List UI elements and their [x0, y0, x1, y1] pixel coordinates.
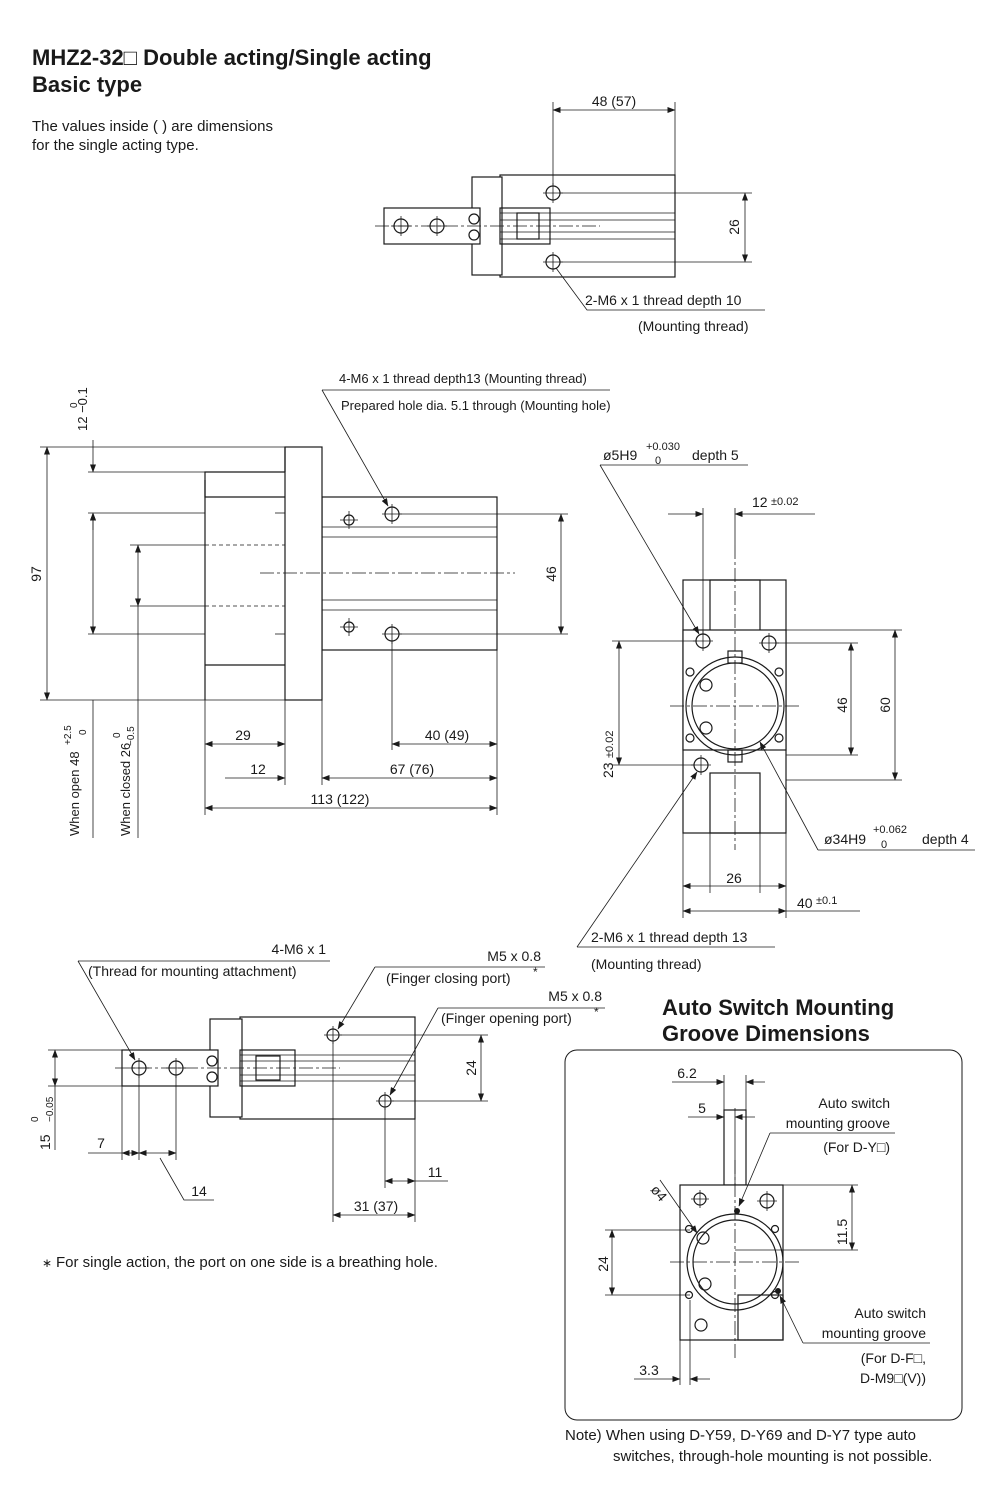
- groove-f-line4: D-M9□(V)): [860, 1370, 926, 1386]
- top-callout-line1: 2-M6 x 1 thread depth 10: [585, 292, 742, 308]
- auto-switch-title-line2: Groove Dimensions: [662, 1021, 870, 1046]
- auto-switch-panel: 6.2 5 ø4 11.5 24 3.3 Auto switch mountin…: [564, 1049, 963, 1465]
- dim-7-bottom: 7: [97, 1135, 105, 1151]
- dim-12-front: 12: [250, 761, 266, 777]
- bore-large-depth: depth 4: [922, 831, 969, 847]
- dim-23-side: 23: [600, 762, 616, 778]
- side-plate: [682, 629, 787, 751]
- dim-14-bottom: 14: [191, 1183, 207, 1199]
- groove-body: [679, 1184, 784, 1341]
- bore-small-label: ø5H9: [603, 447, 637, 463]
- front-flange: [284, 446, 323, 701]
- dim-60-side: 60: [877, 697, 893, 713]
- dim-113-122: 113 (122): [311, 791, 370, 807]
- intro-note-line1: The values inside ( ) are dimensions: [32, 118, 273, 135]
- bore-small-tol-lower: 0: [655, 455, 661, 467]
- dim-40-49: 40 (49): [425, 727, 469, 743]
- dim-11-bottom: 11: [428, 1164, 443, 1180]
- when-closed-tol-lower: −0.5: [126, 726, 137, 746]
- bottom-view: 4-M6 x 1 (Thread for mounting attachment…: [30, 941, 605, 1271]
- dim-29: 29: [235, 727, 251, 743]
- opening-port-line2: (Finger opening port): [441, 1010, 572, 1026]
- dim-11-5: 11.5: [834, 1219, 850, 1245]
- dim-40-side-tol: ±0.1: [816, 895, 837, 907]
- page-title: MHZ2-32□ Double acting/Single acting: [32, 45, 432, 70]
- bore-large-tol-upper: +0.062: [873, 824, 907, 836]
- dim-24-bottom: 24: [463, 1060, 479, 1076]
- opening-port-asterisk: *: [594, 1005, 599, 1019]
- front-callout-line2: Prepared hole dia. 5.1 through (Mounting…: [341, 398, 611, 413]
- bore-large-label: ø34H9: [824, 831, 866, 847]
- dim-97: 97: [28, 566, 44, 582]
- dim-6-2: 6.2: [677, 1065, 697, 1081]
- dim-5: 5: [698, 1100, 706, 1116]
- when-open-tol-upper: +2.5: [63, 725, 74, 745]
- intro-note-line2: for the single acting type.: [32, 137, 199, 154]
- dim-15-tol-upper: 0: [30, 1116, 41, 1122]
- closing-port-line1: M5 x 0.8: [487, 948, 541, 964]
- closing-port-line2: (Finger closing port): [386, 970, 511, 986]
- dim-46-front: 46: [543, 566, 559, 582]
- bore-small-tol-upper: +0.030: [646, 441, 680, 453]
- when-closed-label: When closed 26: [118, 743, 133, 836]
- closing-port-asterisk: *: [533, 965, 538, 979]
- top-callout-line2: (Mounting thread): [638, 318, 749, 334]
- groove-y-line1: Auto switch: [818, 1095, 890, 1111]
- dim-3-3: 3.3: [639, 1362, 659, 1378]
- dim-12-tol-upper: 0: [69, 402, 80, 408]
- groove-f-line2: mounting groove: [822, 1325, 927, 1341]
- dim-15-bottom: 15: [37, 1134, 53, 1150]
- attach-line2: (Thread for mounting attachment): [88, 963, 297, 979]
- front-callout-line1: 4-M6 x 1 thread depth13 (Mounting thread…: [339, 371, 587, 386]
- dim-12-tol: 12 −0.1: [75, 387, 90, 431]
- auto-switch-note-line2: switches, through-hole mounting is not p…: [613, 1448, 932, 1465]
- groove-f-line3: (For D-F□,: [861, 1350, 926, 1366]
- dim-26-side: 26: [726, 870, 742, 886]
- dim-48-57: 48 (57): [592, 93, 636, 109]
- dim-24-groove: 24: [595, 1256, 611, 1272]
- when-open-label: When open 48: [67, 751, 82, 836]
- top-view: 48 (57) 26 2-M6 x 1 thread depth 10 (Mou…: [375, 93, 765, 334]
- front-body: [321, 496, 498, 651]
- dim-12-side-tol: ±0.02: [771, 496, 798, 508]
- groove-y-line2: mounting groove: [786, 1115, 891, 1131]
- footnote-mark: ∗: [42, 1256, 52, 1270]
- dim-26-top: 26: [726, 219, 742, 235]
- bore-large-tol-lower: 0: [881, 839, 887, 851]
- dim-12-side: 12: [752, 494, 768, 510]
- when-closed-tol-upper: 0: [112, 732, 123, 738]
- dim-67-76: 67 (76): [390, 761, 434, 777]
- side-callout-line1: 2-M6 x 1 thread depth 13: [591, 929, 748, 945]
- opening-port-line1: M5 x 0.8: [548, 988, 602, 1004]
- groove-f-line1: Auto switch: [854, 1305, 926, 1321]
- side-callout-line2: (Mounting thread): [591, 956, 702, 972]
- front-view: 4-M6 x 1 thread depth13 (Mounting thread…: [28, 371, 611, 838]
- dim-23-side-tol: ±0.02: [604, 731, 616, 758]
- dim-15-tol-lower: −0.05: [45, 1096, 56, 1122]
- side-view: ø5H9 +0.030 0 depth 5 12 ±0.02 23 ±0.02 …: [576, 441, 975, 972]
- auto-switch-title-line1: Auto Switch Mounting: [662, 995, 895, 1020]
- auto-switch-note-line1: Note) When using D-Y59, D-Y69 and D-Y7 t…: [565, 1427, 916, 1444]
- when-open-tol-lower: 0: [78, 729, 89, 735]
- attach-line1: 4-M6 x 1: [272, 941, 327, 957]
- dim-46-side: 46: [834, 697, 850, 713]
- page-subtitle: Basic type: [32, 72, 143, 97]
- footnote-text: For single action, the port on one side …: [56, 1254, 438, 1271]
- bore-small-depth: depth 5: [692, 447, 739, 463]
- dim-31-37: 31 (37): [354, 1198, 398, 1214]
- groove-y-line3: (For D-Y□): [823, 1139, 890, 1155]
- dim-40-side: 40: [797, 895, 813, 911]
